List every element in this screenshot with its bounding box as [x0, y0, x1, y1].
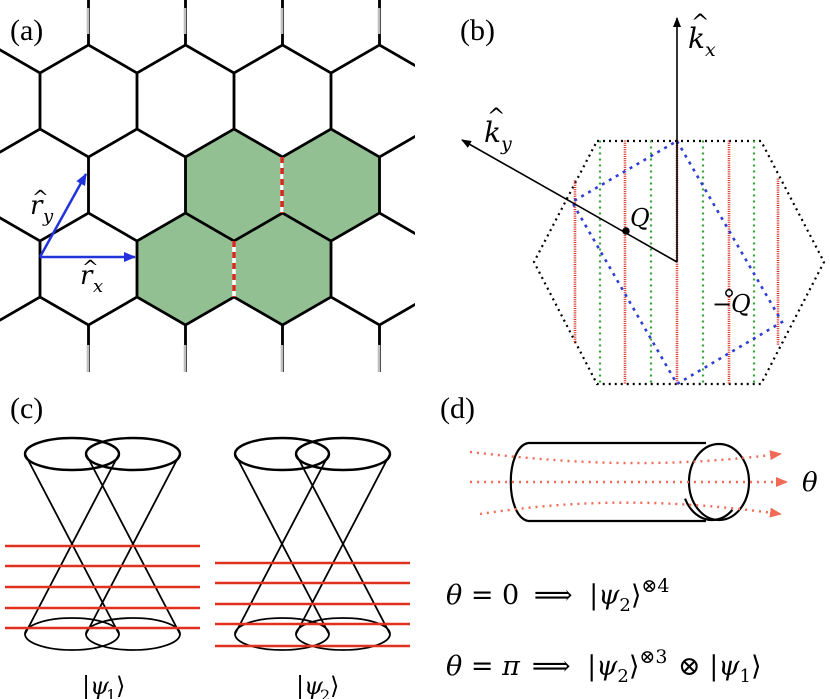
honeycomb-lattice	[0, 0, 719, 493]
vector-ry-arrow	[38, 173, 88, 258]
vector-rx-label: r ^ x	[80, 255, 103, 297]
hex-cell	[574, 297, 671, 409]
svg-text:r: r	[30, 191, 44, 221]
psi2-label: | ψ 2 ⟩	[296, 672, 339, 699]
hex-cell	[428, 213, 525, 325]
panel-b-label: (b)	[460, 14, 495, 47]
q-point	[622, 227, 630, 235]
hex-cell	[38, 43, 139, 159]
equation-theta-zero: θ = 0 ⟹ |ψ2⟩⊗4	[446, 575, 669, 616]
hex-cell	[525, 213, 622, 325]
theta-label: θ	[802, 468, 818, 498]
svg-text:^: ^	[691, 11, 709, 36]
svg-text:^: ^	[82, 255, 99, 279]
hex-cell	[574, 129, 671, 241]
hex-cell	[137, 381, 234, 493]
minus-q-label: − Q	[712, 290, 751, 318]
bottom-ellipse-left	[24, 617, 120, 651]
svg-text:k: k	[688, 22, 705, 55]
svg-text:x: x	[705, 39, 716, 61]
shaded-cell	[282, 129, 380, 241]
lattice-boundary-stubs	[86, 8, 381, 372]
svg-text:ψ: ψ	[304, 672, 324, 699]
cone-line	[85, 453, 181, 635]
hex-cell	[525, 381, 622, 493]
flux-lines	[469, 450, 788, 518]
shaded-hexagon-cells	[137, 129, 380, 325]
hex-cell	[378, 303, 415, 372]
q-label: Q	[630, 204, 650, 232]
shaded-cell	[137, 213, 234, 325]
hex-cell	[477, 297, 574, 409]
svg-text:−: −	[712, 290, 732, 318]
dirac-cones-psi1	[5, 436, 200, 651]
svg-text:⟩: ⟩	[330, 672, 339, 699]
svg-text:y: y	[500, 133, 512, 155]
hex-cell	[622, 381, 719, 493]
equation-theta-pi: θ = π⟹ |ψ2⟩⊗3 ⊗ |ψ1⟩	[446, 646, 762, 687]
panel-c: (c) | ψ 1 ⟩ | ψ 2 ⟩	[5, 392, 410, 699]
top-ellipse-right	[84, 436, 182, 472]
svg-text:ψ: ψ	[90, 672, 110, 699]
top-ellipse-left	[233, 436, 331, 472]
bottom-ellipse-right	[85, 617, 181, 651]
psi1-label: | ψ 1 ⟩	[82, 672, 125, 699]
minus-q-point	[725, 289, 733, 297]
panel-c-label: (c)	[10, 392, 43, 425]
shaded-cell	[234, 213, 331, 325]
hex-cell	[184, 0, 284, 75]
kx-axis-label: k ^ x	[688, 11, 716, 61]
hex-cell	[378, 135, 415, 235]
svg-text:k: k	[484, 116, 501, 149]
dirac-cones-psi2	[215, 436, 410, 651]
top-ellipse-left	[23, 436, 121, 472]
svg-text:x: x	[93, 276, 103, 297]
svg-text:y: y	[42, 206, 54, 227]
ky-axis-arrow	[461, 139, 678, 263]
brillouin-zone-boundary	[532, 139, 826, 386]
vector-ry-label: r ^ y	[30, 185, 54, 227]
panel-a: (a) r ^ y r ^ x	[0, 0, 719, 493]
svg-text:2: 2	[320, 686, 330, 699]
svg-text:|: |	[82, 672, 90, 699]
svg-text:^: ^	[487, 105, 505, 130]
hex-cell	[525, 45, 622, 157]
hex-cell	[281, 0, 381, 75]
cone-line	[24, 453, 120, 635]
dashed-cut-edges	[232, 157, 284, 297]
panel-d-label: (d)	[440, 392, 475, 425]
svg-text:1: 1	[106, 686, 116, 699]
svg-text:Q: Q	[731, 290, 751, 318]
svg-text:⟩: ⟩	[116, 672, 125, 699]
panel-a-label: (a)	[10, 14, 43, 47]
top-ellipse-right	[294, 436, 392, 472]
ky-axis-label: k ^ y	[484, 105, 512, 155]
svg-text:|: |	[296, 672, 304, 699]
svg-text:^: ^	[32, 185, 49, 209]
hex-cell	[40, 381, 137, 493]
hex-cell	[87, 0, 187, 75]
cylinder	[509, 441, 751, 523]
svg-text:r: r	[80, 261, 94, 291]
panel-b: (b) k ^ x k ^ y Q − Q	[460, 11, 826, 386]
hex-cell	[574, 0, 671, 73]
shaded-cell	[185, 129, 283, 241]
panel-d: (d) θ θ = 0 ⟹ |ψ2⟩⊗4 θ = π⟹ |ψ2⟩⊗3 ⊗ |ψ1…	[440, 392, 818, 687]
